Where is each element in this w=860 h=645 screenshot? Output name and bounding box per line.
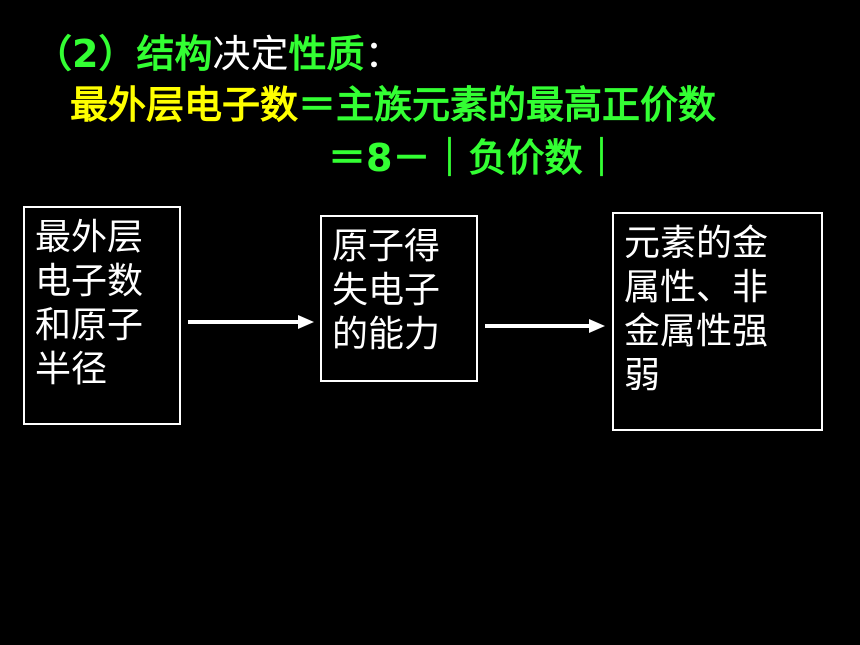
heading-colon: ： (364, 32, 403, 76)
heading-line-3: ＝8－｜负价数｜ (328, 136, 620, 180)
box2-line: 的能力 (332, 314, 441, 355)
box3-line: 金属性强 (624, 311, 769, 352)
box3-line: 元素的金 (624, 223, 769, 264)
arrow-1 (188, 315, 314, 329)
heading-line-2: 最外层电子数＝主族元素的最高正价数 (70, 83, 716, 127)
max-valence-text: ＝主族元素的最高正价数 (298, 83, 717, 127)
box3-line: 属性、非 (624, 267, 769, 308)
box1-line: 和原子 (35, 305, 144, 346)
negative-valence-text: ＝8－｜负价数｜ (328, 136, 621, 180)
heading-properties: 性质 (288, 32, 365, 76)
box-metallic-properties: 元素的金 属性、非 金属性强 弱 (612, 212, 823, 431)
heading-line-1: （2）结构决定性质： (34, 32, 403, 76)
box-gain-lose-electrons: 原子得 失电子 的能力 (320, 215, 478, 382)
box-electrons-radius: 最外层 电子数 和原子 半径 (23, 206, 181, 425)
box1-line: 半径 (35, 349, 108, 390)
heading-structure: （2）结构 (34, 32, 213, 76)
box1-line: 电子数 (35, 261, 144, 302)
box2-line: 原子得 (332, 226, 441, 267)
outer-electrons-text: 最外层电子数 (70, 83, 299, 127)
arrow-2 (485, 319, 605, 333)
box2-line: 失电子 (332, 270, 441, 311)
box3-line: 弱 (624, 355, 661, 396)
heading-determines: 决定 (212, 32, 289, 76)
box1-line: 最外层 (35, 217, 144, 258)
